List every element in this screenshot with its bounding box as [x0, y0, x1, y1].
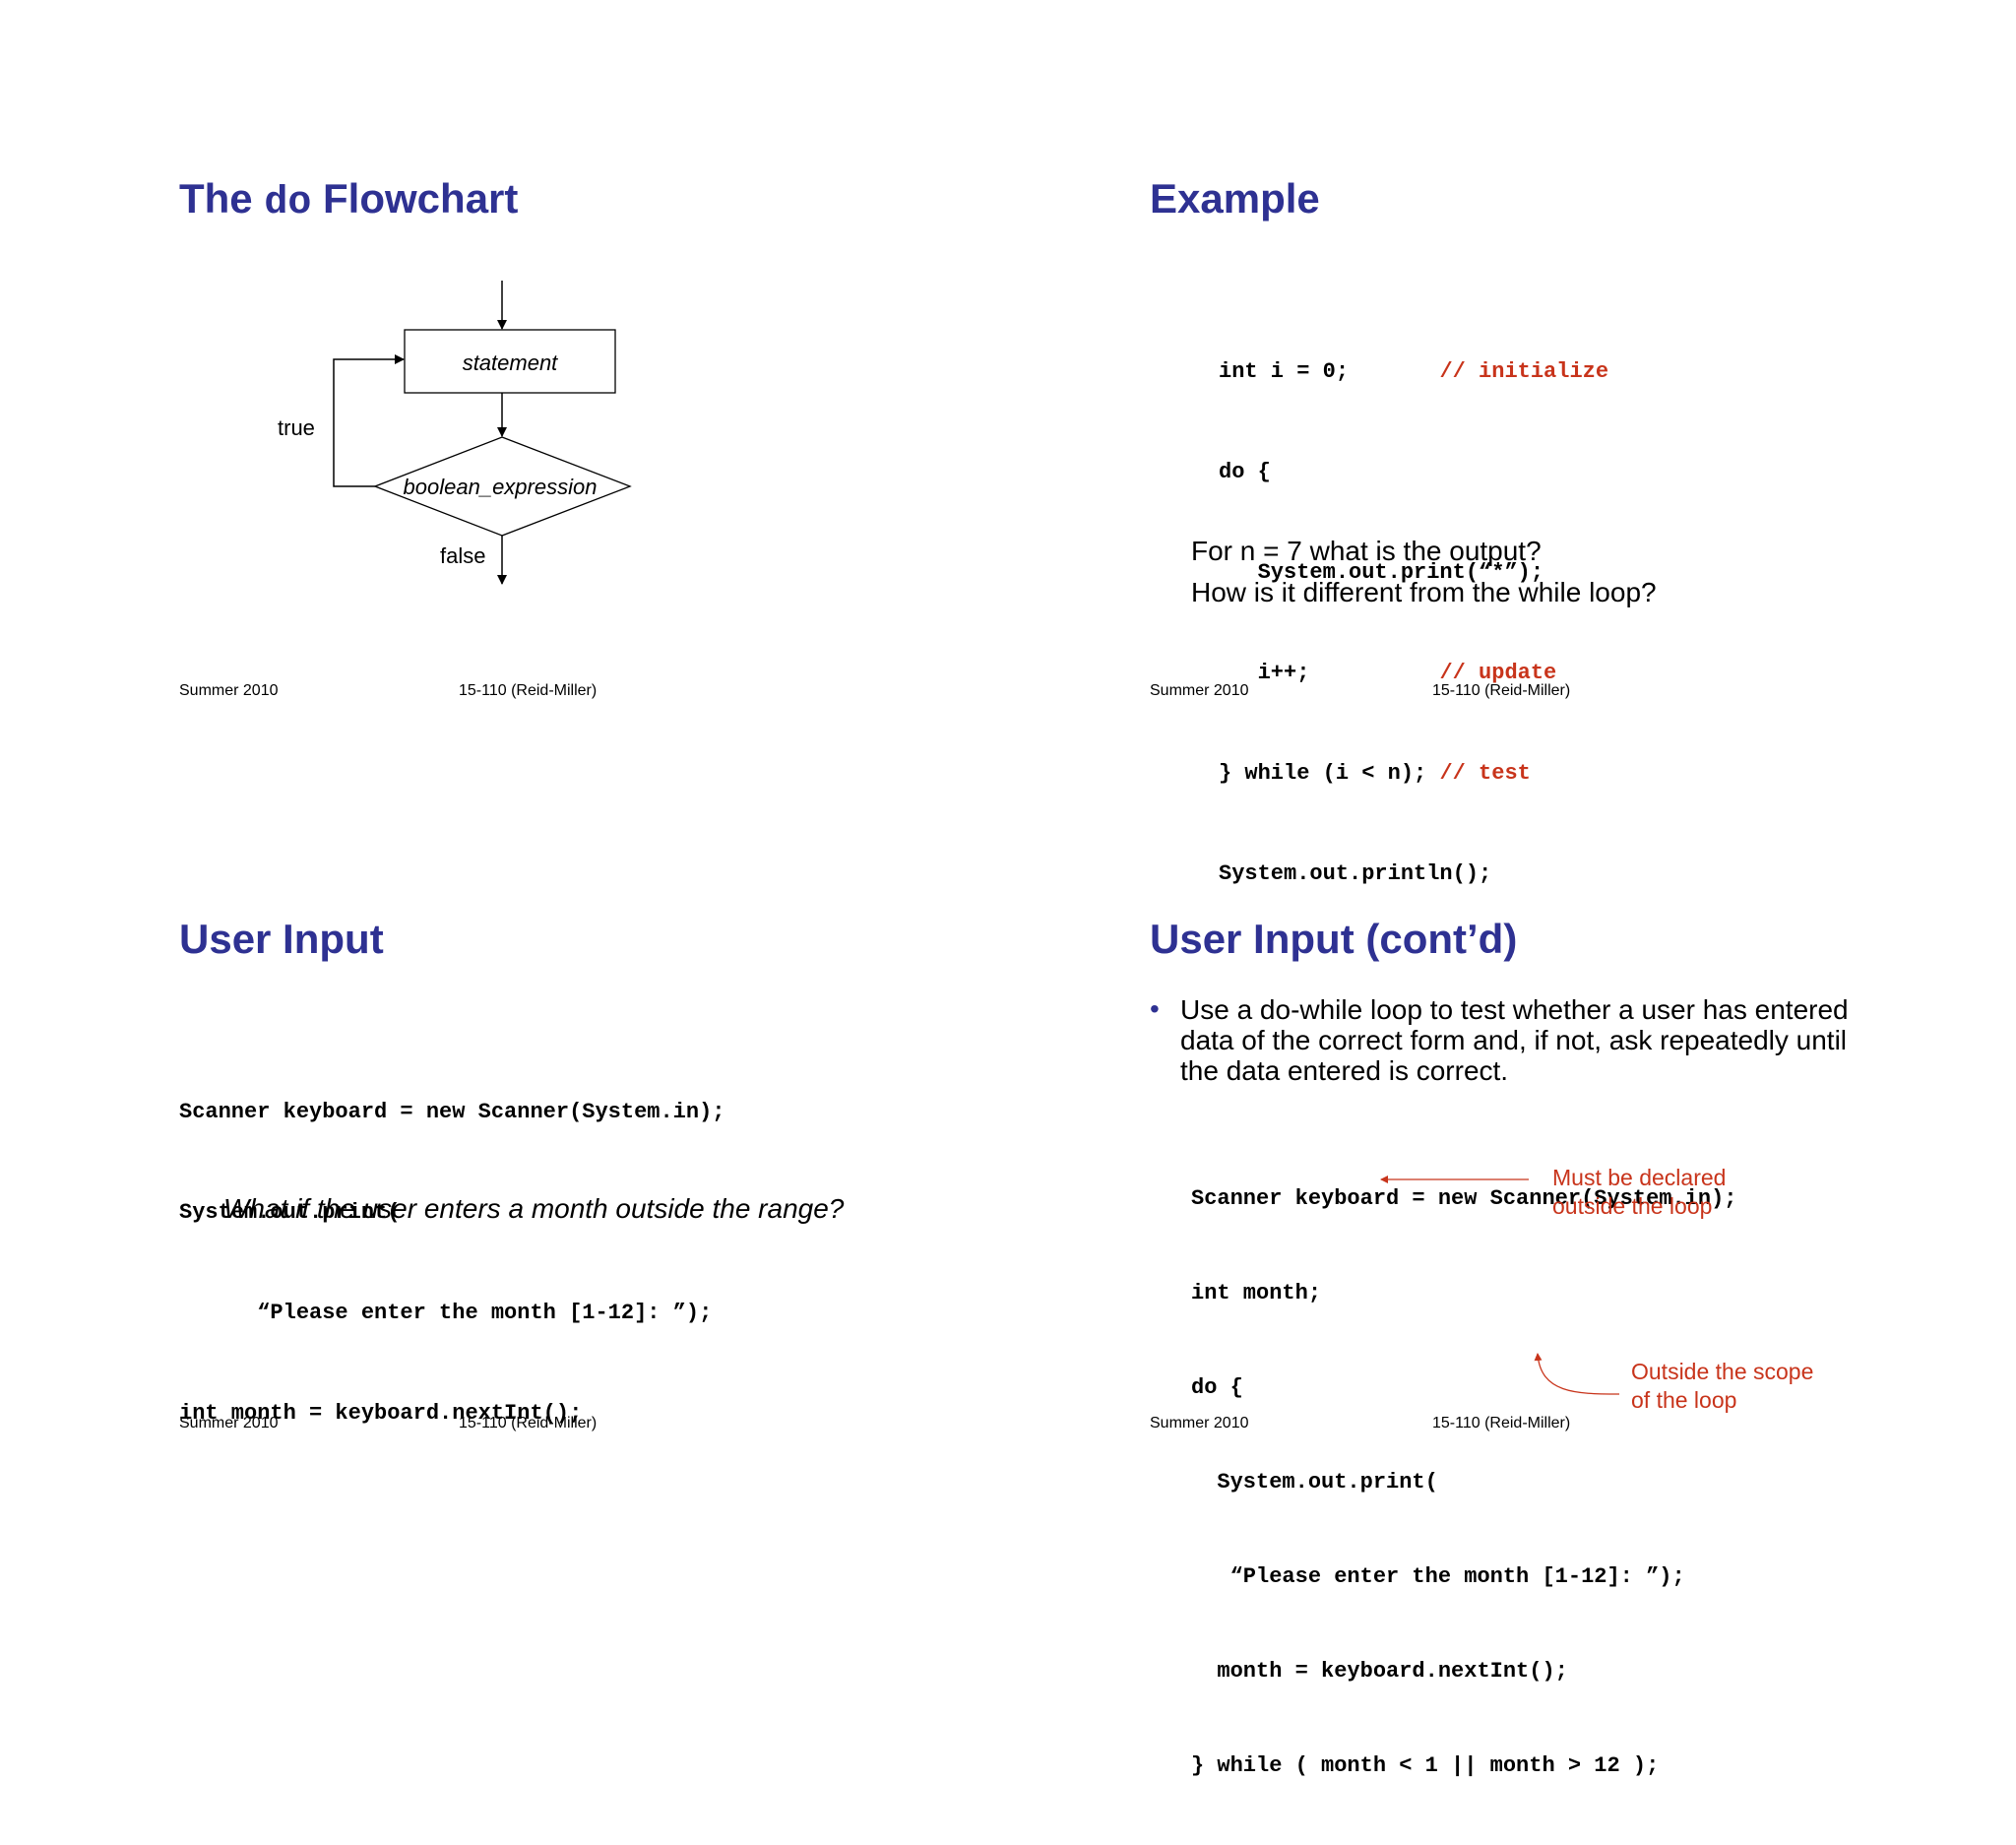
condition-label: boolean_expression	[404, 475, 598, 499]
code-line: “Please enter the month [1-12]: ”);	[1191, 1564, 1685, 1589]
true-label: true	[278, 415, 315, 440]
footer-course: 15-110 (Reid-Miller)	[459, 682, 598, 699]
code-line: “Please enter the month [1-12]: ”);	[179, 1301, 713, 1325]
statement-box	[404, 329, 616, 394]
bullet-text: Use a do-while loop to test whether a us…	[1180, 994, 1849, 1086]
slide-title: Example	[1150, 175, 1320, 222]
note-declared: Must be declared outside the loop	[1552, 1165, 1727, 1219]
slide-do-flowchart: The do Flowchart statement boolean_expre…	[0, 0, 984, 729]
footer-term: Summer 2010	[179, 682, 279, 699]
note-scope: Outside the scope of the loop	[1631, 1359, 1814, 1413]
footer-course: 15-110 (Reid-Miller)	[459, 1415, 598, 1431]
slide-example: Example int i = 0; // initialize do { Sy…	[965, 0, 1949, 886]
annotation-arrows	[1380, 1176, 1620, 1395]
code-block: int i = 0; // initialize do { System.out…	[1219, 288, 1608, 958]
code-line: i++; // update	[1219, 661, 1557, 685]
footer-term: Summer 2010	[179, 1415, 279, 1431]
scope-arrow	[1534, 1353, 1620, 1395]
code-line: month = keyboard.nextInt();	[1191, 1659, 1568, 1684]
code-line: Scanner keyboard = new Scanner(System.in…	[179, 1100, 725, 1124]
slide-title: The do Flowchart	[179, 175, 519, 225]
slide-user-input-contd: User Input (cont’d) • Use a do-while loo…	[965, 733, 1949, 1778]
bullet-icon: •	[1150, 993, 1160, 1024]
code-line: } while (i < n); // test	[1219, 761, 1531, 786]
footer-course: 15-110 (Reid-Miller)	[1432, 1415, 1571, 1431]
code-line: System.out.println();	[1219, 861, 1492, 886]
code-comment: // update	[1439, 661, 1557, 685]
question-difference: How is it different from the while loop?	[1191, 577, 1657, 607]
code-line: System.out.print(“*”);	[1219, 560, 1544, 585]
code-line: do {	[1219, 460, 1271, 484]
true-loop-arrow	[333, 354, 405, 487]
question-output: For n = 7 what is the output?	[1191, 536, 1542, 566]
bullet-line: data of the correct form and, if not, as…	[1180, 1025, 1848, 1055]
code-line: System.out.print(	[1191, 1470, 1438, 1495]
code-line: } while ( month < 1 || month > 12 );	[1191, 1753, 1660, 1778]
code-line: int i = 0; // initialize	[1219, 359, 1609, 384]
code-line: System.out.print(	[179, 1200, 401, 1225]
footer-term: Summer 2010	[1150, 682, 1249, 699]
footer-course: 15-110 (Reid-Miller)	[1432, 682, 1571, 699]
code-line: do {	[1191, 1375, 1243, 1400]
question-range: What if the user enters a month outside …	[223, 1193, 845, 1224]
slide-title: User Input (cont’d)	[1150, 916, 1518, 962]
slide-user-input: User Input Scanner keyboard = new Scanne…	[0, 733, 984, 1462]
bullet-line: the data entered is correct.	[1180, 1055, 1509, 1086]
do-flowchart: statement boolean_expression true false	[278, 281, 632, 585]
code-line: int month = keyboard.nextInt();	[179, 1401, 583, 1426]
code-line: Scanner keyboard = new Scanner(System.in…	[1191, 1186, 1737, 1211]
code-comment: // test	[1439, 761, 1531, 786]
statement-label: statement	[463, 350, 558, 375]
slide-title: User Input	[179, 916, 384, 962]
code-line: int month;	[1191, 1281, 1322, 1305]
code-block: Scanner keyboard = new Scanner(System.in…	[179, 1029, 725, 1497]
code-comment: // initialize	[1439, 359, 1609, 384]
bullet-line: Use a do-while loop to test whether a us…	[1180, 994, 1849, 1025]
false-label: false	[440, 543, 485, 568]
footer-term: Summer 2010	[1150, 1415, 1249, 1431]
